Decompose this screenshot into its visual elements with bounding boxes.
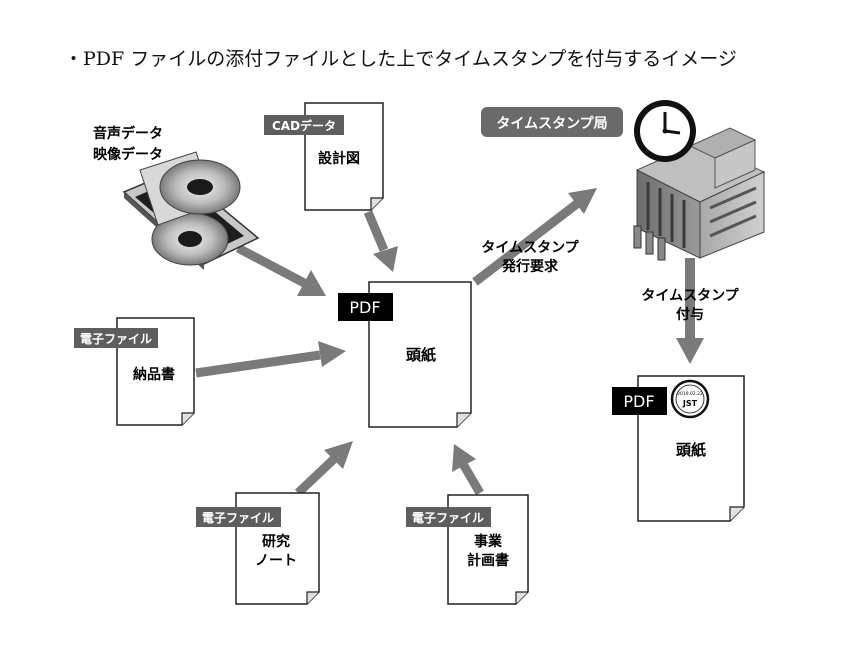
page-title: ・PDF ファイルの添付ファイルとした上でタイムスタンプを付与するイメージ [64,48,737,70]
result-pdf-tag-label: PDF [623,392,654,411]
arrow-research-to-pdf [294,441,353,497]
plan-tag [406,507,491,527]
arrow-media-to-pdf [235,244,326,296]
building-columns [633,225,666,261]
plan-tag-label: 電子ファイル [412,511,484,525]
grant-label-line1: タイムスタンプ [641,288,739,304]
center-pdf-tag-label: PDF [349,298,380,317]
clock-icon [634,100,696,162]
building-windows-side [709,186,757,238]
media-label-line2: 映像データ [93,146,163,163]
grant-label-line2: 付与 [676,306,704,323]
timestamp-seal-icon: 2019.02.22 JST [670,379,710,419]
seal-date: 2019.02.22 [677,391,703,397]
cad-doc-name: 設計図 [318,150,360,167]
seal-text: JST [682,399,698,408]
arrows [195,188,704,497]
cad-document: CADデータ 設計図 [264,102,384,211]
delivery-tag-label: 電子ファイル [80,332,152,346]
request-label-line1: タイムスタンプ [481,240,579,256]
arrow-pdf-to-authority [472,188,597,286]
plan-document: 電子ファイル 事業 計画書 [406,494,529,605]
center-pdf-name: 頭紙 [406,346,436,364]
research-tag [196,507,281,527]
building-windows [646,182,686,248]
arrow-authority-to-result [676,258,704,364]
research-doc-name-line1: 研究 [262,533,290,550]
authority-label: タイムスタンプ局 [496,116,607,132]
cad-tag [264,115,344,135]
request-label-line2: 発行要求 [501,258,559,275]
result-pdf-document: PDF 頭紙 2019.02.22 JST [612,375,745,522]
arrow-delivery-to-pdf [195,341,346,378]
research-document: 電子ファイル 研究 ノート [196,492,320,605]
authority-badge: タイムスタンプ局 [481,107,623,137]
result-pdf-tag [612,387,667,415]
delivery-doc-name: 納品書 [133,366,175,383]
media-label-line1: 音声データ [93,125,163,142]
result-pdf-name: 頭紙 [676,441,706,459]
arrow-cad-to-pdf [363,210,398,272]
delivery-document: 電子ファイル 納品書 [74,317,195,426]
delivery-tag [74,328,158,348]
center-pdf-document: PDF 頭紙 [338,281,472,428]
arrow-plan-to-pdf [452,444,484,496]
center-pdf-tag [338,293,393,321]
research-tag-label: 電子ファイル [202,511,274,525]
cad-tag-label: CADデータ [272,118,336,133]
plan-doc-name-line2: 計画書 [467,552,509,569]
research-doc-name-line2: ノート [255,553,297,569]
media-disc-icon [122,151,260,270]
plan-doc-name-line1: 事業 [474,533,503,550]
